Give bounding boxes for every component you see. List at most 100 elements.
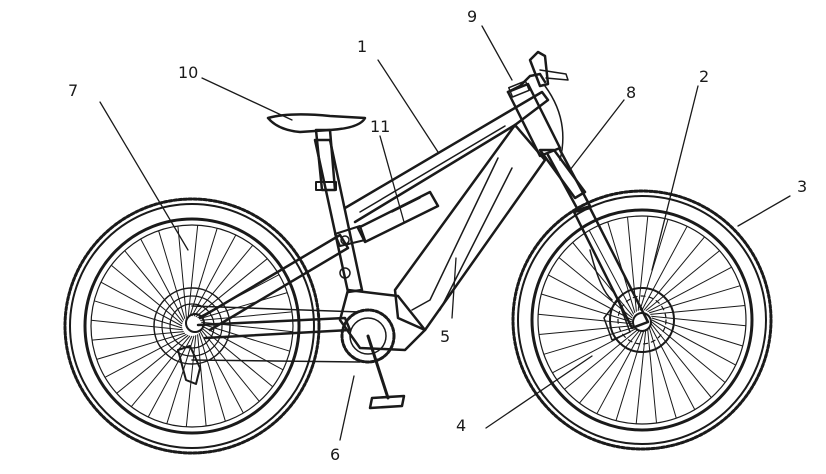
rear-derailleur [177,345,201,385]
rear-spoke [96,332,186,360]
rear-spoke [200,329,260,402]
rear-spoke [147,335,193,418]
callout-1: 1 [357,37,367,56]
drivetrain [191,305,406,410]
front-spoke [588,230,635,315]
front-brake-rotor [609,287,675,353]
front-spoke [651,321,726,383]
front-tire-tread [511,189,773,451]
front-spoke [647,266,732,313]
front-hub [632,312,652,332]
brake-lever [539,69,569,81]
motor-housing [338,288,427,352]
rear-spoke [130,335,191,408]
stem [506,72,547,94]
rear-spoke [193,244,254,317]
callout-8: 8 [626,83,636,102]
rear-spoke [91,331,184,341]
rear-spoke [140,238,185,321]
rear-spoke [201,325,284,371]
cockpit [266,50,569,192]
rear-spoke [91,319,183,331]
front-spoke [615,329,645,421]
front-spoke [637,216,649,311]
leader-4 [485,355,593,429]
callout-6: 6 [330,445,340,464]
leader-3 [737,195,791,227]
pedal [368,394,406,410]
rear-hub [185,313,205,333]
front-spoke [651,317,743,347]
rear-tire [69,203,315,449]
fork-arch [589,249,613,301]
front-rotor-holes [617,295,667,345]
leader-1 [377,59,439,153]
front-spoke [558,257,633,319]
front-spoke [651,319,736,366]
front-rim-inner [537,215,747,425]
leader-11 [379,135,405,223]
brake-cable [544,85,564,161]
rear-spoke [201,323,290,352]
cassette-inner [161,295,223,357]
front-brake-caliper [603,299,631,341]
crank-arm [366,334,390,400]
display-unit [508,80,530,98]
rear-wheel [63,197,321,455]
front-spoke [647,328,657,424]
rear-spoke [198,332,226,422]
saddle [266,113,367,134]
front-rim [530,208,754,432]
rear-spoke [166,335,195,424]
callout-2: 2 [699,67,709,86]
top-tube [343,90,550,224]
rear-shock [356,190,440,244]
rear-spoke [116,334,189,394]
rear-shock-body [391,197,421,213]
front-spoke [639,219,669,311]
callout-5: 5 [440,327,450,346]
frame [196,82,562,352]
chainring-inner [349,317,387,355]
rear-spoke [158,230,186,320]
rear-spoke [197,334,207,427]
front-spoke [564,328,639,390]
fork-lower [572,206,650,330]
front-spoke [641,226,688,311]
front-spoke [538,325,634,335]
front-spoke [538,313,633,325]
front-spoke [650,323,712,398]
seat-clamp [315,181,337,191]
linkage-pivot [340,235,350,245]
callout-labels: 1 2 3 4 5 6 7 8 9 10 11 [68,7,807,464]
seat-tube [313,138,364,294]
rear-spoke [94,300,183,329]
callout-10: 10 [178,63,198,82]
front-spoke [543,326,636,355]
chain-lower [191,359,361,363]
handlebar-grip [528,50,550,88]
callout-7: 7 [68,81,78,100]
front-spoke [651,315,746,327]
rear-spoke [124,250,184,323]
battery-edge-2 [439,167,513,311]
front-spoke [648,285,741,314]
front-spoke [649,325,696,410]
front-spoke [596,329,643,414]
chain-stay [196,316,352,340]
callout-11: 11 [370,117,390,136]
front-tire [517,195,767,445]
callout-4: 4 [456,416,466,435]
rear-spoke [100,281,183,327]
rear-tire-tread [63,197,321,455]
rear-spoke [177,225,187,318]
front-spokes [538,216,746,424]
leader-6 [339,375,355,441]
front-spoke [650,305,746,315]
rear-spoke [200,311,293,321]
front-spoke [648,326,677,419]
front-spoke [579,329,641,404]
suspension-fork [538,148,650,341]
